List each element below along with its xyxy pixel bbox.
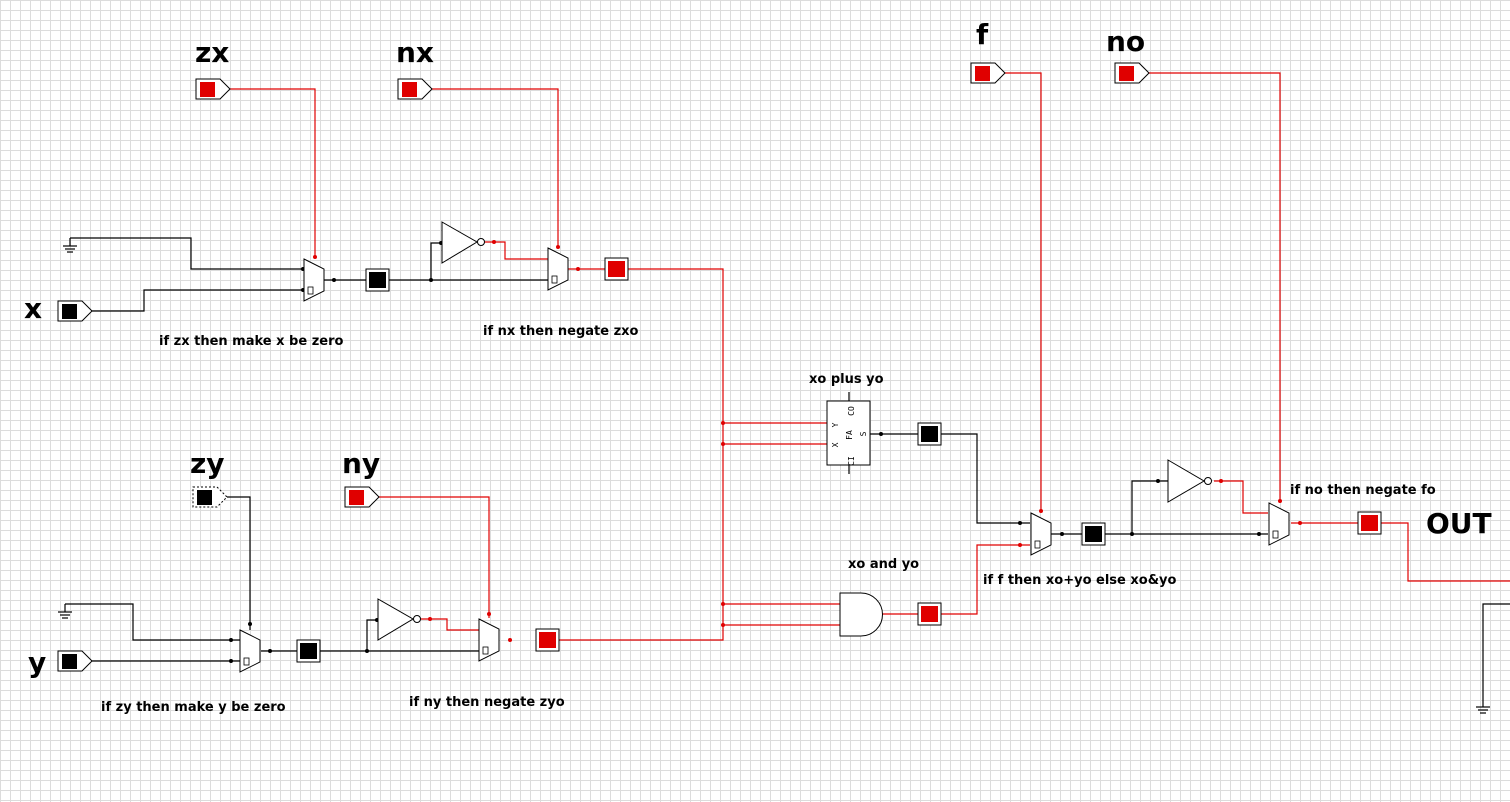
caption-f-mux: if f then xo+yo else xo&yo (983, 573, 1177, 588)
mux-no[interactable] (1268, 502, 1290, 546)
wire-not-nx-mux[interactable] (484, 241, 548, 260)
input-pin-zx[interactable] (195, 78, 231, 100)
label-f: f (976, 18, 989, 51)
wire-not-no-mux[interactable] (1214, 480, 1268, 514)
input-pin-y[interactable] (57, 650, 93, 672)
wire-ground-zy-mux[interactable] (65, 603, 240, 641)
wire-xo-bus[interactable] (555, 268, 724, 641)
ground-symbol-x[interactable] (63, 238, 77, 253)
input-pin-x[interactable] (57, 300, 93, 322)
probe-xo[interactable] (604, 257, 629, 281)
not-gate-out[interactable] (1167, 459, 1212, 503)
wire-zyo-not[interactable] (366, 619, 378, 651)
label-out: OUT (1426, 507, 1492, 540)
adder-pin-fa: FA (845, 430, 854, 440)
not-gate-y[interactable] (377, 598, 421, 641)
adder-pin-s: S (859, 431, 868, 436)
wire-adder-out[interactable] (870, 433, 1030, 524)
caption-zx-mux: if zx then make x be zero (159, 334, 343, 349)
mux-ny[interactable] (478, 618, 500, 662)
input-pin-f[interactable] (970, 62, 1006, 84)
mux-f[interactable] (1030, 512, 1052, 556)
wire-zxo-not[interactable] (430, 242, 442, 280)
input-pin-ny[interactable] (344, 486, 380, 508)
caption-and-gate: xo and yo (848, 557, 919, 572)
mux-zx[interactable] (303, 258, 325, 302)
probe-fo[interactable] (1081, 522, 1106, 546)
label-nx: nx (396, 36, 434, 69)
wire-zy-control[interactable] (227, 496, 251, 630)
wire-ground-zx-mux[interactable] (70, 237, 304, 270)
caption-ny-mux: if ny then negate zyo (409, 695, 565, 710)
and-gate[interactable] (839, 592, 883, 637)
adder-pin-ci: CI (847, 456, 856, 466)
adder-pin-co: CO (847, 406, 856, 416)
caption-zy-mux: if zy then make y be zero (101, 700, 286, 715)
label-ny: ny (342, 447, 380, 480)
input-pin-zy[interactable] (192, 486, 228, 508)
label-no: no (1106, 25, 1145, 58)
adder-pin-y: Y (831, 422, 840, 427)
wire-nx-control[interactable] (431, 88, 559, 248)
probe-yo[interactable] (535, 628, 560, 652)
label-y: y (28, 646, 46, 679)
caption-no-mux: if no then negate fo (1290, 483, 1436, 498)
full-adder[interactable]: CO CI FA S Y X (826, 392, 871, 474)
mux-nx[interactable] (547, 247, 569, 291)
probe-adder-out[interactable] (917, 422, 942, 446)
probe-zyo[interactable] (296, 639, 321, 663)
label-zx: zx (195, 36, 229, 69)
probe-out[interactable] (1357, 511, 1382, 535)
wire-not-ny-mux[interactable] (420, 618, 479, 631)
mux-zy[interactable] (239, 629, 261, 673)
probe-zxo[interactable] (365, 268, 390, 292)
junctions (229, 240, 1302, 663)
ground-symbol-y[interactable] (58, 604, 72, 619)
probe-and-out[interactable] (917, 602, 942, 626)
wire-x-zx-mux[interactable] (91, 289, 304, 312)
wire-fo-not[interactable] (1131, 480, 1168, 534)
input-pin-no[interactable] (1114, 62, 1150, 84)
caption-adder: xo plus yo (809, 372, 884, 387)
wire-right-ground[interactable] (1482, 603, 1510, 707)
ground-symbol-right[interactable] (1476, 706, 1490, 714)
wires (65, 72, 1510, 707)
wire-out[interactable] (1291, 522, 1510, 582)
wire-ny-control[interactable] (378, 496, 490, 618)
caption-nx-mux: if nx then negate zxo (483, 324, 639, 339)
label-x: x (24, 292, 42, 325)
wire-no-control[interactable] (1148, 72, 1281, 503)
wire-zx-control[interactable] (230, 88, 316, 258)
not-gate-x[interactable] (441, 221, 485, 264)
input-pin-nx[interactable] (397, 78, 433, 100)
adder-pin-x: X (831, 442, 840, 447)
label-zy: zy (190, 447, 225, 480)
wire-f-control[interactable] (1005, 72, 1042, 512)
